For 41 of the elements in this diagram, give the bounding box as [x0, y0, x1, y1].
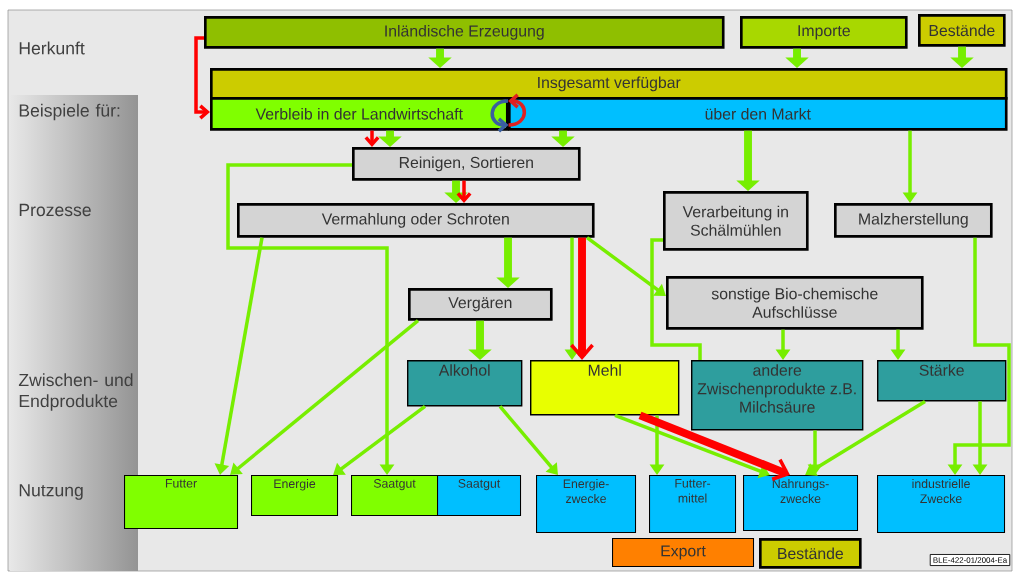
- row-label: Herkunft: [19, 41, 85, 55]
- use-box: Futter: [124, 475, 239, 530]
- arrow: [333, 405, 427, 475]
- use-box: Futter- mittel: [649, 475, 737, 534]
- product-box: Alkohol: [407, 360, 523, 407]
- total-band: Insgesamt verfügbar: [210, 68, 1008, 100]
- channel-band: über den Markt: [508, 97, 1008, 131]
- arrow: [456, 180, 472, 203]
- process-box: Verarbeitung in Schälmühlen: [663, 191, 809, 251]
- channel-band: Verbleib in der Landwirtschaft: [210, 97, 509, 131]
- use-box: Saatgut: [351, 475, 439, 517]
- arrow: [638, 411, 790, 481]
- process-box: Vermahlung oder Schroten: [237, 203, 595, 238]
- stock-box: Export: [612, 538, 755, 568]
- row-label: Beispiele für:: [19, 103, 120, 121]
- arrow: [230, 319, 420, 475]
- use-box: Energie- zwecke: [536, 475, 637, 534]
- use-box: industrielle Zwecke: [877, 475, 1006, 534]
- process-box: Malzherstellung: [834, 203, 993, 238]
- arrow: [490, 99, 509, 133]
- use-box: Saatgut: [437, 475, 522, 517]
- product-box: Mehl: [530, 360, 680, 416]
- row-label: Prozesse: [19, 203, 91, 217]
- arrow: [508, 93, 526, 127]
- source-band: Importe: [740, 16, 908, 49]
- row-label: Zwischen- und Endprodukte: [18, 373, 133, 411]
- arrow: [585, 236, 666, 296]
- product-box: andere Zwischenprodukte z.B. Milchsäure: [691, 360, 864, 431]
- use-box: Nahrungs- zwecke: [743, 475, 859, 532]
- process-box: Vergären: [408, 288, 553, 321]
- source-band: Inländische Erzeugung: [204, 16, 725, 49]
- arrow: [194, 36, 210, 120]
- use-box: Energie: [251, 475, 339, 517]
- product-box: Stärke: [877, 360, 1007, 402]
- arrow: [805, 399, 926, 476]
- process-box: sonstige Bio-chemische Aufschlüsse: [666, 276, 924, 330]
- row-label: Nutzung: [19, 484, 83, 500]
- arrow: [498, 405, 558, 475]
- process-box: Reinigen, Sortieren: [352, 147, 581, 181]
- stock-box: Bestände: [759, 538, 862, 569]
- source-band: Bestände: [918, 14, 1006, 47]
